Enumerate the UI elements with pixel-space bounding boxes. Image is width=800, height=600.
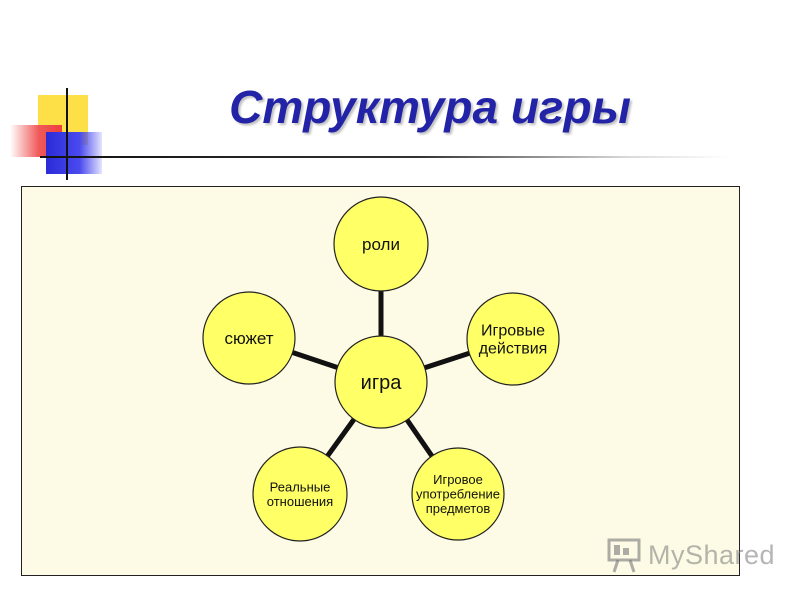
node-upotreblenie-predmetov-label: употребление (416, 487, 500, 502)
node-upotreblenie-predmetov-label: Игровое (433, 472, 483, 487)
connector-syuzhet (291, 350, 339, 370)
node-syuzhet-label: сюжет (224, 329, 273, 348)
title-underline (40, 156, 730, 158)
decor-vertical-line (66, 88, 68, 180)
node-syuzhet-circle (202, 291, 296, 385)
nodes: ролиИгровыедействияИгровоеупотреблениепр… (202, 196, 560, 542)
presentation-board-icon (607, 538, 641, 573)
node-igrovye-deystviya-circle (466, 292, 560, 386)
node-upotreblenie-predmetov-label: предметов (426, 501, 491, 516)
node-igra-center: игра (334, 335, 428, 429)
node-realnye-otnosheniya-circle (252, 446, 348, 542)
node-igra-center-circle (334, 335, 428, 429)
node-igrovye-deystviya-label: действия (479, 341, 548, 358)
connectors (291, 291, 471, 458)
node-roli-circle (333, 196, 429, 292)
node-syuzhet: сюжет (202, 291, 296, 385)
node-igrovye-deystviya-label: Игровые (481, 323, 545, 340)
node-realnye-otnosheniya-label: отношения (267, 494, 333, 509)
node-roli-label: роли (362, 235, 400, 254)
node-realnye-otnosheniya-label: Реальные (270, 479, 331, 494)
connector-realnye-otnosheniya (325, 417, 357, 458)
watermark-text: MyShared (648, 540, 776, 570)
node-roli: роли (333, 196, 429, 292)
connector-igrovye-deystviya (423, 350, 471, 371)
node-igra-center-label: игра (361, 372, 403, 394)
node-upotreblenie-predmetov-circle (411, 447, 505, 541)
connector-upotreblenie-predmetov (405, 418, 434, 458)
slide-title: Структура игры (229, 81, 631, 133)
decor-blue-square (46, 132, 102, 174)
watermark: MyShared (606, 536, 776, 576)
